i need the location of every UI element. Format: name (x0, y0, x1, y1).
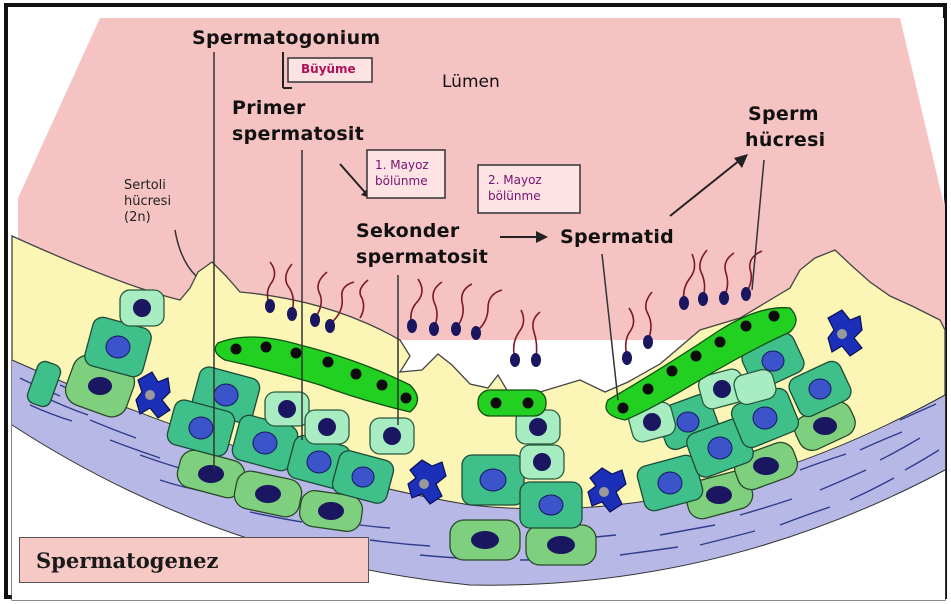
label-primary-2: spermatosit (232, 123, 364, 145)
caption-box: Spermatogenez (19, 537, 369, 583)
label-growth: Büyüme (301, 62, 356, 76)
label-spermatogonium: Spermatogonium (192, 27, 381, 49)
label-sperm-1: Sperm (748, 103, 819, 125)
label-primary-1: Primer (232, 97, 306, 119)
label-sperm-2: hücresi (745, 129, 826, 151)
caption-text: Spermatogenez (36, 548, 218, 573)
label-sertoli: Sertoli hücresi (2n) (124, 178, 171, 226)
label-secondary-1: Sekonder (356, 220, 460, 242)
label-meiosis-1: 1. Mayoz bölünme (375, 157, 429, 189)
label-secondary-2: spermatosit (356, 246, 488, 268)
label-lumen: Lümen (442, 72, 500, 92)
label-meiosis-2: 2. Mayoz bölünme (488, 172, 542, 204)
label-spermatid: Spermatid (560, 226, 674, 248)
